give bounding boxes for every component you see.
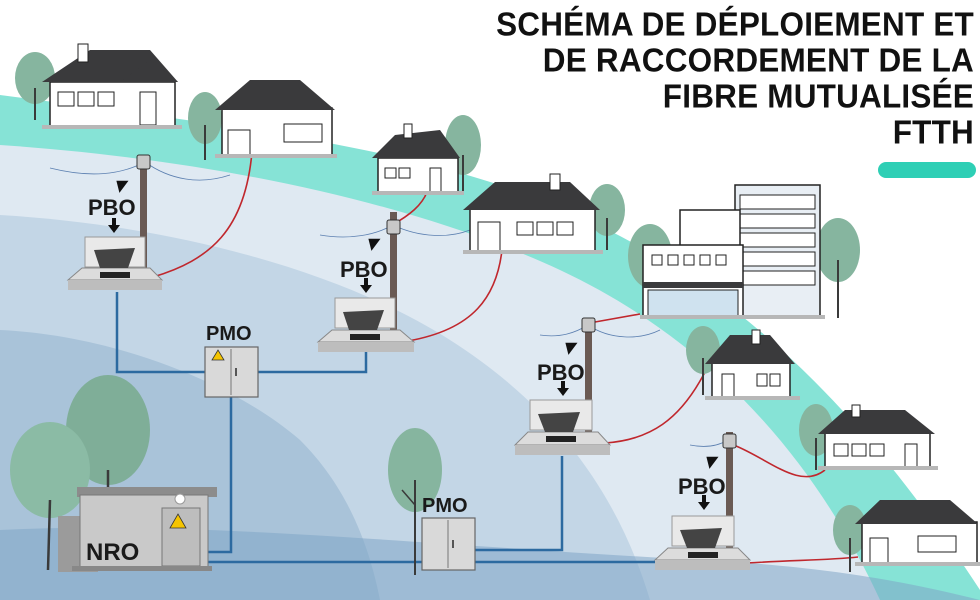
pbo-arrows [108,180,719,510]
drop-house7 [745,556,859,564]
poles [140,160,733,550]
house-3 [372,123,464,195]
tree [388,428,442,575]
pbo-chamber-2 [316,297,416,352]
fiber-pmo1-pbo2 [258,352,368,374]
house-2 [215,80,337,158]
light-icon [174,493,186,505]
splice-box [581,317,596,333]
house-5 [705,329,800,400]
pbo-label: PBO [88,195,136,220]
pbo-chamber-4 [653,515,752,570]
fiber-pbo1-pmo1 [115,292,205,374]
ground-band [0,527,980,600]
title-line: DE RACCORDEMENT DE LA [542,41,974,79]
fiber-pmo1-nro [208,397,233,554]
tree [833,505,867,572]
nro-label: NRO [86,539,139,566]
splice-box [136,154,151,170]
arrow-up-icon [368,238,381,251]
pmo-cabinet-1 [204,346,259,398]
arrow-down-icon [108,225,120,233]
arrow-down-icon [698,502,710,510]
drop-building [594,313,641,323]
pbo-chambers [66,236,752,570]
pbo-chamber-1 [66,236,164,290]
drop-house6 [735,445,826,478]
tree [10,375,150,571]
title-line: FTTH [892,113,974,151]
splice-box [722,433,737,449]
drop-house5 [604,371,706,444]
warning-icon [169,513,187,529]
arrow-down-icon [360,285,372,293]
drop-house2 [152,151,253,278]
pmo-label: PMO [422,495,468,517]
fiber-pmo2-pbo3 [475,456,564,552]
page-title: SCHÉMA DE DÉPLOIEMENT ET DE RACCORDEMENT… [374,5,974,151]
arrow-down-icon [557,388,569,396]
pmo-label: PMO [206,323,252,345]
pbo-label: PBO [340,257,388,282]
pole-boxes [136,154,737,449]
splice-box [386,219,401,235]
nro-building [58,487,217,572]
aerial-2 [144,161,231,181]
pbo-chamber-3 [513,399,612,455]
arrow-up-icon [565,342,578,355]
drop-house4 [407,237,504,342]
aerial-4 [392,224,471,236]
tree [589,184,625,250]
pole-1 [140,160,147,278]
pole-3 [585,318,592,440]
pbo-label: PBO [678,474,726,499]
house-7 [855,500,980,566]
arrow-up-icon [116,180,129,193]
title-line: FIBRE MUTUALISÉE [662,77,974,115]
tree [816,218,860,318]
house-4 [463,173,603,254]
tree [188,92,222,160]
pole-2 [390,212,397,340]
pmo-cabinet-2 [421,517,476,571]
house-1 [42,43,182,129]
apartment-building [640,184,825,319]
pbo-label: PBO [537,360,585,385]
pole-4 [726,432,733,550]
house-6 [818,404,938,470]
labels: PBO PBO PBO PBO PMO PMO NRO [86,195,726,566]
arrow-up-icon [706,456,719,469]
title-line: SCHÉMA DE DÉPLOIEMENT ET [496,5,974,43]
warning-icon [211,349,225,361]
tree [15,52,55,120]
title-underline [878,162,976,178]
